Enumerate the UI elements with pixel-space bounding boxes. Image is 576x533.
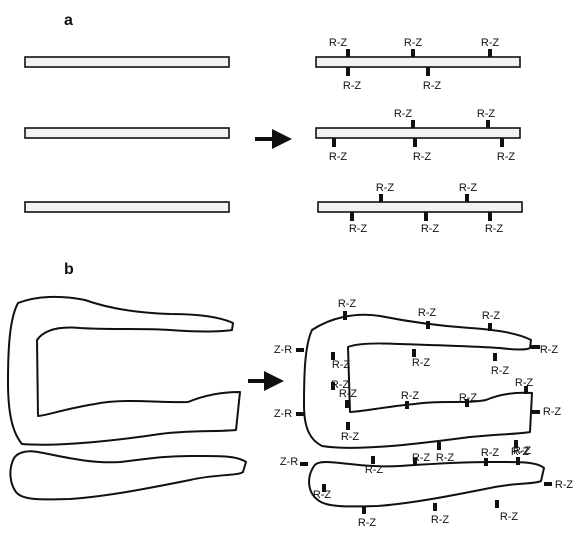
attachment-label: Z-R <box>274 344 292 356</box>
panel-label-b: b <box>64 261 74 278</box>
attachment-label: R-Z <box>413 151 432 163</box>
attachment-tick <box>437 442 441 450</box>
attachment-label: Z-R <box>280 456 298 468</box>
attachment-tick <box>405 401 409 409</box>
panel-a-unmodified <box>25 57 229 212</box>
attachment-label: R-Z <box>412 452 431 464</box>
attachment-tick <box>411 120 415 128</box>
attachment-label: R-Z <box>431 514 450 526</box>
attachment-label: R-Z <box>491 365 510 377</box>
attachment-label: R-Z <box>329 37 348 49</box>
attachment-tick <box>426 67 430 76</box>
attachment-label: R-Z <box>358 517 377 529</box>
attachment-label: R-Z <box>500 511 519 523</box>
attachment-label: R-Z <box>418 307 437 319</box>
attachment-tick <box>465 194 469 202</box>
blob-modified-2 <box>309 462 544 507</box>
attachment-label: R-Z <box>332 359 351 371</box>
attachment-tick <box>346 49 350 57</box>
attachment-label: R-Z <box>421 223 440 235</box>
rod-modified-1 <box>316 57 520 67</box>
attachment-label: R-Z <box>515 377 534 389</box>
rod-unmodified-1 <box>25 57 229 67</box>
attachment-label: R-Z <box>376 182 395 194</box>
attachment-tick <box>362 506 366 514</box>
attachment-label: R-Z <box>481 37 500 49</box>
attachment-label: R-Z <box>459 182 478 194</box>
attachment-tick <box>493 353 497 361</box>
attachment-label: R-Z <box>329 151 348 163</box>
attachment-tick <box>531 345 540 349</box>
attachment-tick <box>350 212 354 221</box>
attachment-label: R-Z <box>423 80 442 92</box>
attachment-label: R-Z <box>341 431 360 443</box>
attachment-tick <box>346 67 350 76</box>
attachment-label: R-Z <box>394 108 413 120</box>
attachment-tick <box>345 400 349 408</box>
attachment-tick <box>296 412 304 416</box>
attachment-label: R-Z <box>339 388 358 400</box>
attachment-tick <box>412 349 416 357</box>
attachment-tick <box>500 138 504 147</box>
rod-modified-3 <box>318 202 522 212</box>
blob-unmodified-1 <box>8 297 240 445</box>
blob-unmodified-2 <box>10 451 246 499</box>
panel-b-modified <box>304 315 544 507</box>
attachment-label: R-Z <box>543 406 562 418</box>
attachment-label: R-Z <box>404 37 423 49</box>
attachment-tick <box>346 422 350 430</box>
attachment-tick <box>343 311 347 320</box>
panel-label-a: a <box>64 12 73 29</box>
attachment-tick <box>488 212 492 221</box>
attachment-tick <box>544 482 552 486</box>
attachment-tick <box>300 462 308 466</box>
attachment-label: R-Z <box>365 464 384 476</box>
attachment-tick <box>332 138 336 147</box>
attachment-label: R-Z <box>313 489 332 501</box>
attachment-label: R-Z <box>540 344 559 356</box>
attachment-tick <box>433 503 437 511</box>
attachment-tick <box>495 500 499 508</box>
attachment-label: R-Z <box>555 479 574 491</box>
attachment-label: R-Z <box>477 108 496 120</box>
rod-modified-2 <box>316 128 520 138</box>
attachment-label: R-Z <box>459 392 478 404</box>
attachment-tick <box>371 456 375 464</box>
attachment-label: R-Z <box>338 298 357 310</box>
attachment-labels: R-Z R-Z R-Z R-Z R-Z R-Z R-Z R-Z R-Z R-Z R-Z R-Z R-Z R… <box>274 37 574 529</box>
attachment-tick <box>488 49 492 57</box>
attachment-tick <box>488 323 492 331</box>
attachment-label: R-Z <box>511 446 530 458</box>
attachment-tick <box>413 138 417 147</box>
rod-unmodified-3 <box>25 202 229 212</box>
attachment-label: R-Z <box>485 223 504 235</box>
attachment-label: R-Z <box>497 151 516 163</box>
rod-unmodified-2 <box>25 128 229 138</box>
attachment-label: Z-R <box>274 408 292 420</box>
attachment-tick <box>426 321 430 329</box>
attachment-tick <box>411 49 415 57</box>
attachment-label: R-Z <box>343 80 362 92</box>
attachment-tick <box>532 410 540 414</box>
attachment-label: R-Z <box>349 223 368 235</box>
attachment-label: R-Z <box>481 447 500 459</box>
attachment-tick <box>424 212 428 221</box>
attachment-label: R-Z <box>401 390 420 402</box>
attachment-tick <box>296 348 304 352</box>
attachment-label: R-Z <box>436 452 455 464</box>
attachment-label: R-Z <box>412 357 431 369</box>
attachment-tick <box>516 457 520 465</box>
attachment-tick <box>486 120 490 128</box>
attachment-tick <box>484 458 488 466</box>
attachment-tick <box>379 194 383 202</box>
panel-b-unmodified <box>8 297 246 500</box>
attachment-label: R-Z <box>482 310 501 322</box>
